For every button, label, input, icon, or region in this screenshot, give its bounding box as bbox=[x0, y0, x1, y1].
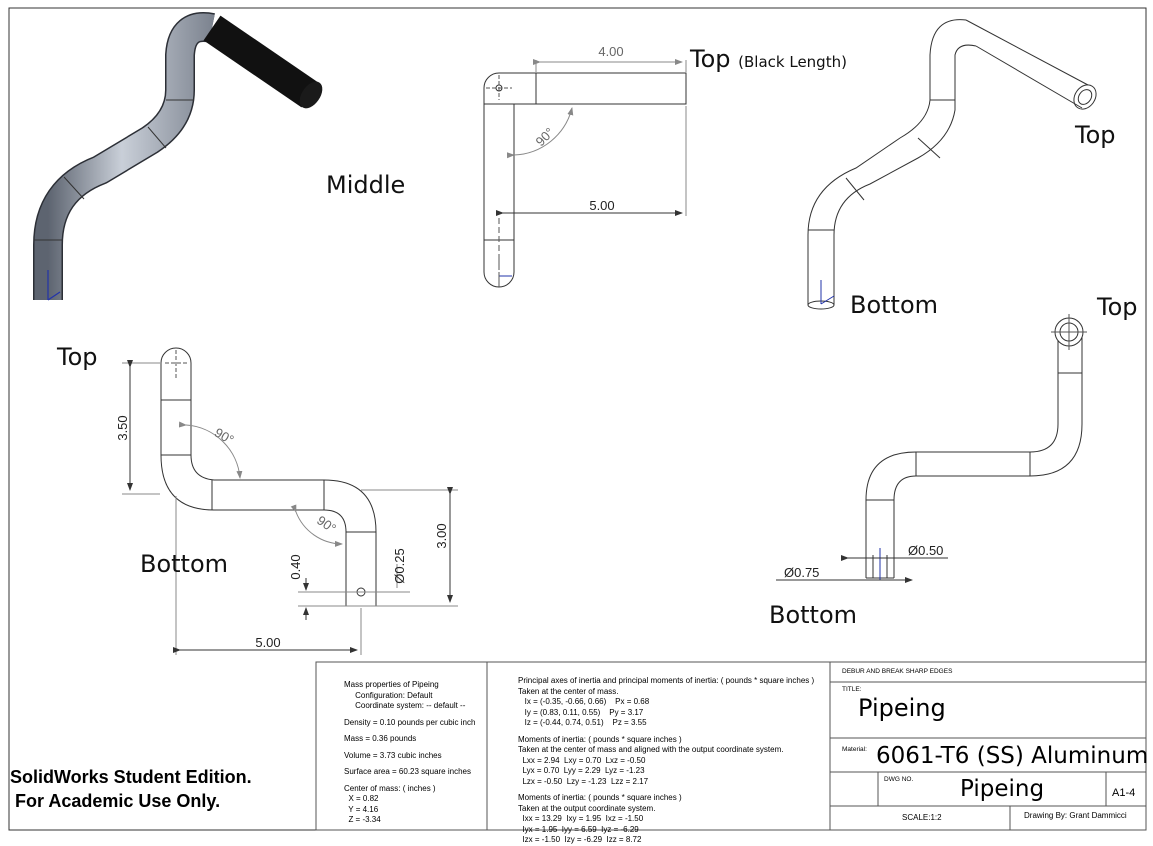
inertia-line: Ixx = 13.29 Ixy = 1.95 Ixz = -1.50 bbox=[518, 814, 644, 823]
dim-front-angle-2: 90° bbox=[314, 513, 339, 537]
label-top-black-text: Top bbox=[690, 45, 731, 73]
inertia-line: Izx = -1.50 Izy = -6.29 Izz = 8.72 bbox=[518, 835, 642, 844]
inertia-line: Lyx = 0.70 Lyy = 2.29 Lyz = -1.23 bbox=[518, 766, 645, 775]
student-edition-line1: SolidWorks Student Edition. bbox=[10, 767, 252, 787]
mass-property-line: Mass properties of Pipeing bbox=[344, 680, 439, 689]
drawing-title: Pipeing bbox=[858, 694, 946, 722]
label-bottom-front: Bottom bbox=[140, 550, 229, 578]
inertia-line: Taken at the center of mass and aligned … bbox=[518, 745, 784, 754]
dim-top-angle: 90° bbox=[533, 125, 558, 150]
dwg-number: Pipeing bbox=[960, 776, 1045, 802]
dim-front-offset: 0.40 bbox=[288, 554, 303, 579]
label-top-black: Top (Black Length) bbox=[690, 47, 847, 71]
material-caption: Material: bbox=[842, 746, 867, 753]
dim-outer-dia: Ø0.75 bbox=[784, 565, 819, 580]
right-view bbox=[776, 314, 1087, 583]
dim-front-dia: Ø0.25 bbox=[392, 548, 407, 583]
student-edition-line2: For Academic Use Only. bbox=[10, 791, 221, 811]
inertia-line: Taken at the output coordinate system. bbox=[518, 803, 656, 813]
mass-property-line: Density = 0.10 pounds per cubic inch bbox=[344, 717, 476, 727]
front-view bbox=[122, 347, 458, 655]
mass-property-line: Mass = 0.36 pounds bbox=[344, 734, 417, 743]
label-middle: Middle bbox=[326, 171, 406, 199]
mass-property-line: X = 0.82 bbox=[344, 794, 379, 803]
inertia-line: Iyx = 1.95 Iyy = 6.59 Iyz = -6.29 bbox=[518, 824, 639, 834]
mass-property-line: Z = -3.34 bbox=[344, 815, 381, 824]
sheet-number: A1-4 bbox=[1112, 787, 1136, 799]
mass-property-line: Coordinate system: -- default -- bbox=[344, 701, 466, 710]
mass-property-line: Surface area = 60.23 square inches bbox=[344, 767, 471, 776]
title-caption: TITLE: bbox=[842, 686, 862, 693]
inertia-line: Moments of inertia: ( pounds * square in… bbox=[518, 734, 682, 744]
label-black-length: (Black Length) bbox=[738, 53, 847, 71]
dwg-caption: DWG NO. bbox=[884, 776, 914, 783]
mass-property-line: Center of mass: ( inches ) bbox=[344, 783, 436, 793]
dim-front-angle-1: 90° bbox=[212, 425, 237, 448]
drawn-by: Drawing By: Grant Dammicci bbox=[1024, 811, 1127, 820]
dim-top-width: 5.00 bbox=[589, 198, 614, 213]
inertia-line: Iy = (0.83, 0.11, 0.55) Py = 3.17 bbox=[518, 707, 644, 717]
scale: SCALE:1:2 bbox=[902, 813, 942, 822]
dim-front-height-2: 3.00 bbox=[434, 523, 449, 548]
title-block-frame bbox=[315, 661, 1147, 831]
inertia-line: Iz = (-0.44, 0.74, 0.51) Pz = 3.55 bbox=[518, 718, 647, 727]
inertia-line: Lxx = 2.94 Lxy = 0.70 Lxz = -0.50 bbox=[518, 755, 646, 765]
inertia-line: Ix = (-0.35, -0.66, 0.66) Px = 0.68 bbox=[518, 697, 650, 706]
inertia-line: Principal axes of inertia and principal … bbox=[518, 676, 815, 685]
inertia-properties: Principal axes of inertia and principal … bbox=[518, 676, 814, 846]
label-bottom-right-view: Bottom bbox=[769, 601, 858, 629]
mass-property-line: Configuration: Default bbox=[344, 690, 433, 700]
top-view bbox=[483, 59, 687, 290]
dim-front-height: 3.50 bbox=[115, 415, 130, 440]
label-top-right-view: Top bbox=[1097, 293, 1138, 321]
note-debur: DEBUR AND BREAK SHARP EDGES bbox=[842, 668, 953, 675]
label-top-iso-right: Top bbox=[1075, 121, 1116, 149]
material-value: 6061-T6 (SS) Aluminum bbox=[876, 743, 1149, 769]
mass-property-line: Y = 4.16 bbox=[344, 804, 379, 814]
dim-inner-dia: Ø0.50 bbox=[908, 543, 943, 558]
mass-properties: Mass properties of Pipeing Configuration… bbox=[344, 680, 475, 826]
iso-shaded-view bbox=[33, 12, 323, 301]
inertia-line: Lzx = -0.50 Lzy = -1.23 Lzz = 2.17 bbox=[518, 776, 649, 786]
dim-top-length: 4.00 bbox=[598, 44, 623, 59]
inertia-line: Moments of inertia: ( pounds * square in… bbox=[518, 793, 682, 802]
label-bottom-iso-right: Bottom bbox=[850, 291, 939, 319]
iso-wireframe-view bbox=[807, 19, 1097, 310]
mass-property-line: Volume = 3.73 cubic inches bbox=[344, 750, 442, 760]
dim-front-width: 5.00 bbox=[255, 635, 280, 650]
label-top-front: Top bbox=[57, 343, 98, 371]
inertia-line: Taken at the center of mass. bbox=[518, 686, 619, 696]
